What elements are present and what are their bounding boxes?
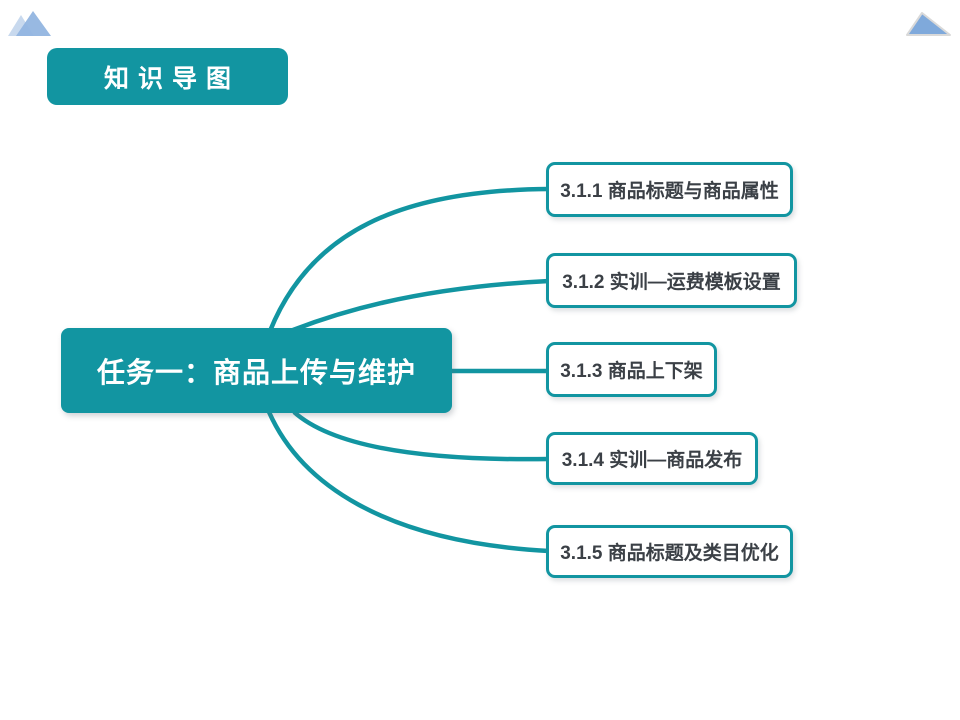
mindmap-branch-node-1: 3.1.1 商品标题与商品属性 bbox=[546, 162, 793, 217]
mountain-front-triangle-icon bbox=[16, 11, 51, 36]
branch-label: 3.1.4 实训—商品发布 bbox=[561, 450, 743, 471]
branch-label: 3.1.1 商品标题与商品属性 bbox=[560, 181, 779, 202]
connector-branch-5 bbox=[266, 411, 550, 554]
connector-branch-2 bbox=[292, 278, 550, 333]
slide-title-label: 知识导图 bbox=[103, 64, 240, 93]
root-node-label: 任务一：商品上传与维护 bbox=[96, 356, 416, 388]
branch-label: 3.1.5 商品标题及类目优化 bbox=[560, 543, 779, 564]
corner-mountains-icon bbox=[8, 11, 51, 36]
corner-triangle-right-icon bbox=[906, 12, 951, 36]
mindmap-connectors bbox=[266, 186, 550, 554]
connector-branch-4 bbox=[292, 410, 550, 462]
mindmap-branch-node-5: 3.1.5 商品标题及类目优化 bbox=[546, 525, 793, 578]
branch-label: 3.1.3 商品上下架 bbox=[560, 361, 703, 382]
connector-branch-1 bbox=[267, 186, 550, 332]
mindmap-root-node: 任务一：商品上传与维护 bbox=[61, 328, 452, 413]
branch-label: 3.1.2 实训—运费模板设置 bbox=[562, 272, 781, 293]
slide-title-badge: 知识导图 bbox=[47, 48, 288, 105]
mindmap-branch-node-2: 3.1.2 实训—运费模板设置 bbox=[546, 253, 797, 308]
mindmap-branch-node-4: 3.1.4 实训—商品发布 bbox=[546, 432, 758, 485]
mindmap-branch-node-3: 3.1.3 商品上下架 bbox=[546, 342, 717, 397]
